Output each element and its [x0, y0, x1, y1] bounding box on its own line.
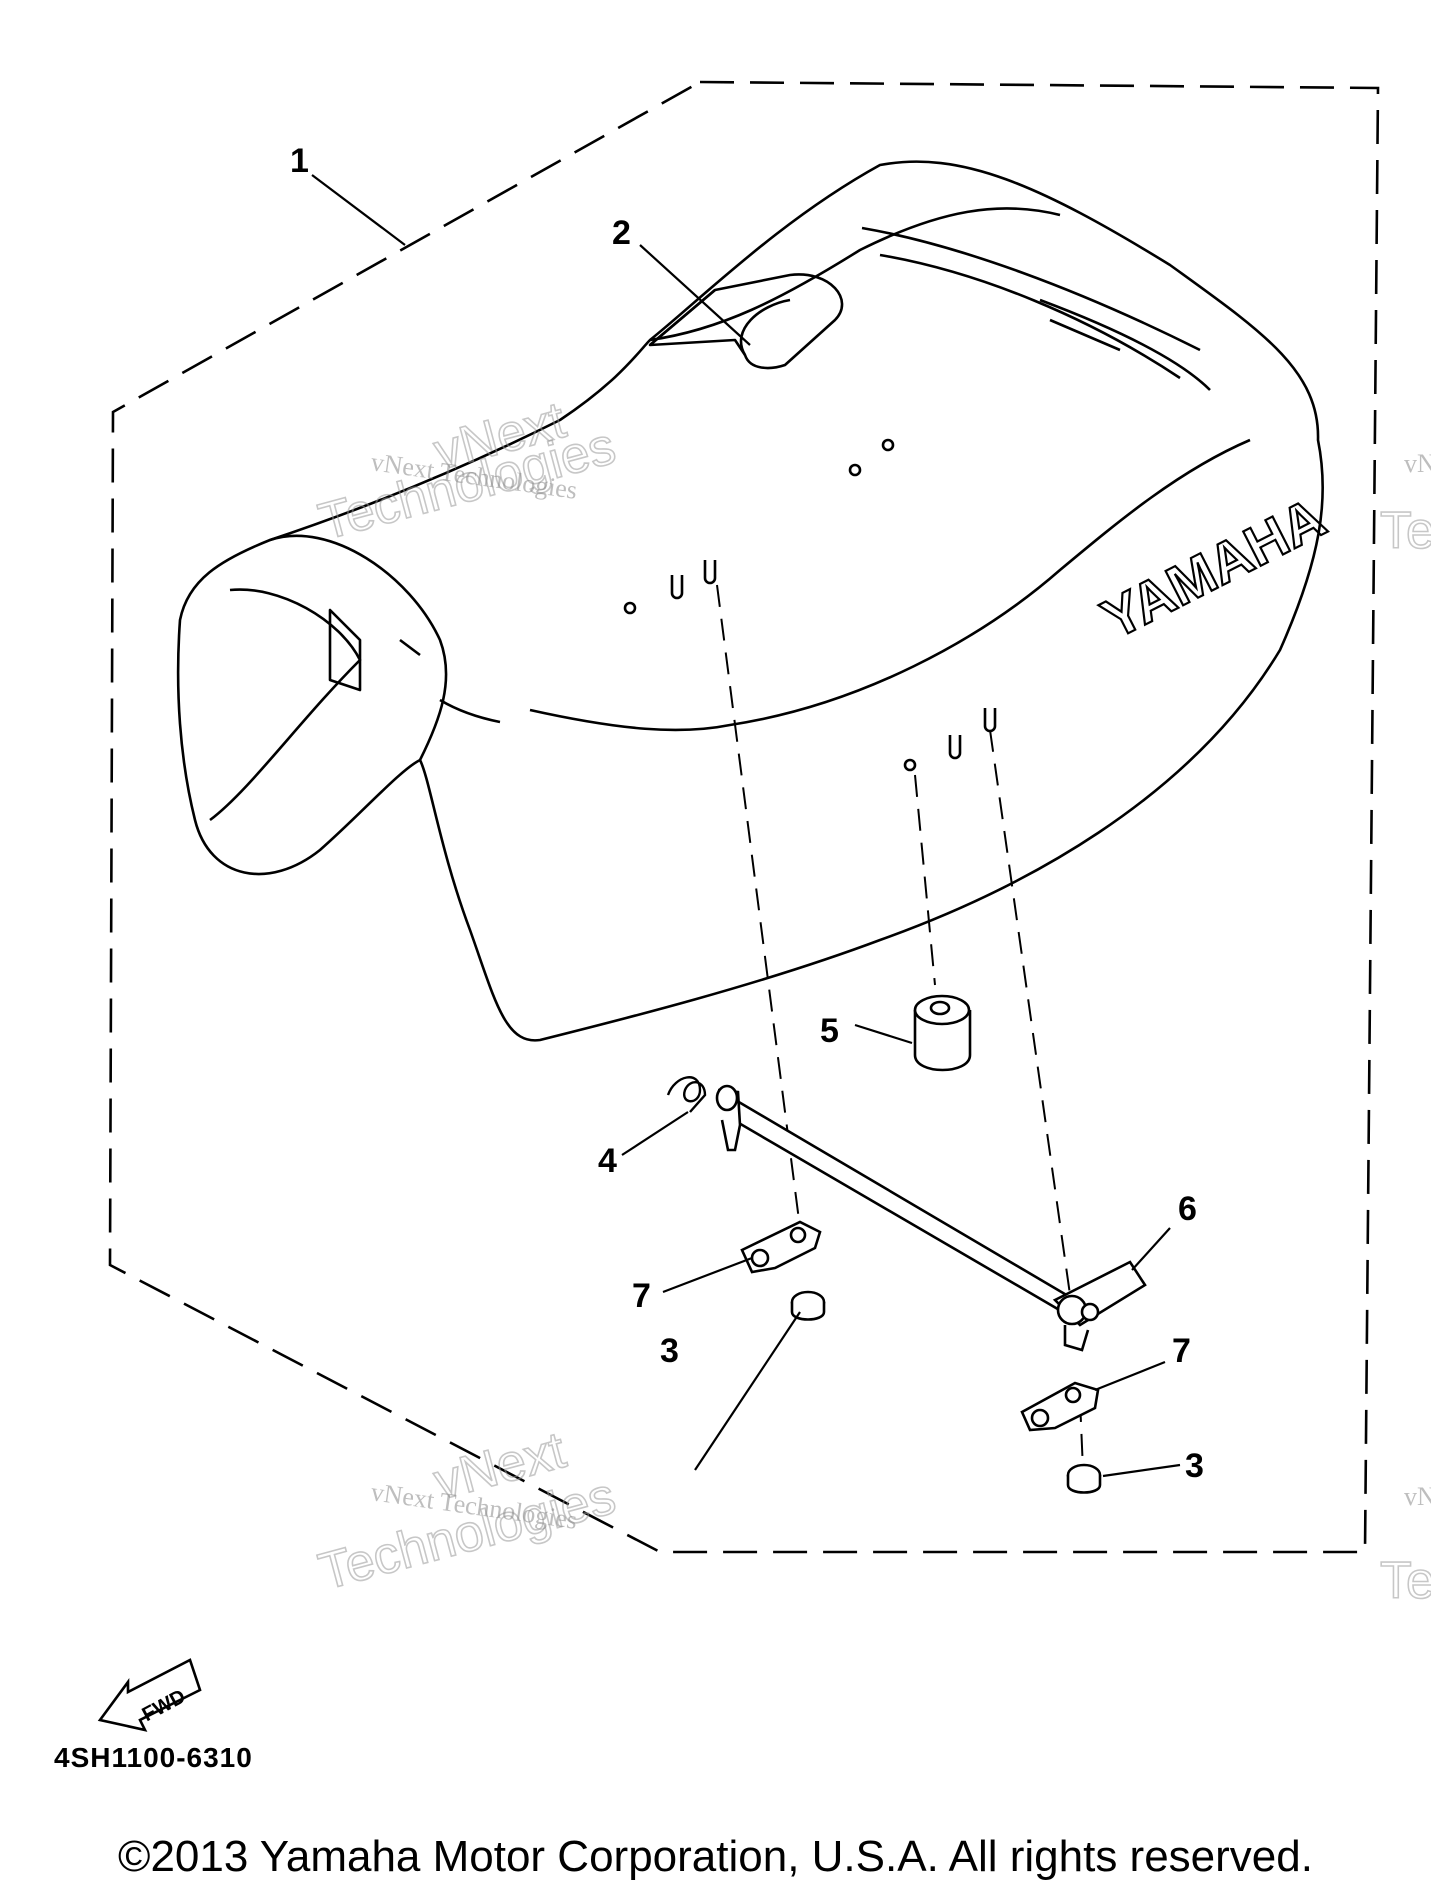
svg-text:Technologies: Technologies — [1380, 502, 1431, 560]
callout-3: 3 — [660, 1332, 679, 1370]
bracket-part-right — [1020, 1381, 1100, 1432]
callout-6: 6 — [1178, 1190, 1197, 1228]
callout-1: 1 — [290, 142, 309, 180]
copyright-notice: ©2013 Yamaha Motor Corporation, U.S.A. A… — [118, 1832, 1313, 1881]
assembly-boundary — [108, 80, 1380, 1554]
hinge-rod-part — [715, 1084, 1147, 1352]
bracket-part-left — [740, 1220, 822, 1274]
seat-brand-lettering: YAMAHA — [1092, 485, 1335, 650]
callout-7-left: 7 — [632, 1277, 651, 1315]
svg-text:vNext Technologies: vNext Technologies — [1404, 449, 1431, 478]
callout-labels: 1 2 3 4 5 6 7 7 3 — [290, 142, 1204, 1485]
damper-part — [913, 994, 972, 1072]
callout-7-right: 7 — [1172, 1332, 1191, 1370]
watermark-right-edge: vNext Technologies Technologies vNext Te… — [1379, 449, 1431, 1611]
part-code: 4SH1100-6310 — [54, 1742, 253, 1773]
spring-part — [666, 1076, 707, 1113]
svg-text:vNext Technologies: vNext Technologies — [1404, 1482, 1431, 1511]
callout-4: 4 — [598, 1142, 617, 1180]
nut-part-right — [1066, 1463, 1102, 1494]
callout-2: 2 — [612, 214, 631, 252]
forward-arrow-icon: FWD — [97, 1658, 202, 1732]
callout-5: 5 — [820, 1012, 839, 1050]
svg-text:Technologies: Technologies — [1380, 1552, 1431, 1610]
leader-lines — [311, 174, 1181, 1478]
watermark-top: vNext Technologies vNext Technologies — [312, 390, 622, 552]
callout-3-right: 3 — [1185, 1447, 1204, 1485]
nut-part-left — [790, 1290, 826, 1321]
seat-assembly — [176, 160, 1325, 1042]
watermark-bottom: vNext Technologies vNext Technologies — [312, 1420, 622, 1602]
